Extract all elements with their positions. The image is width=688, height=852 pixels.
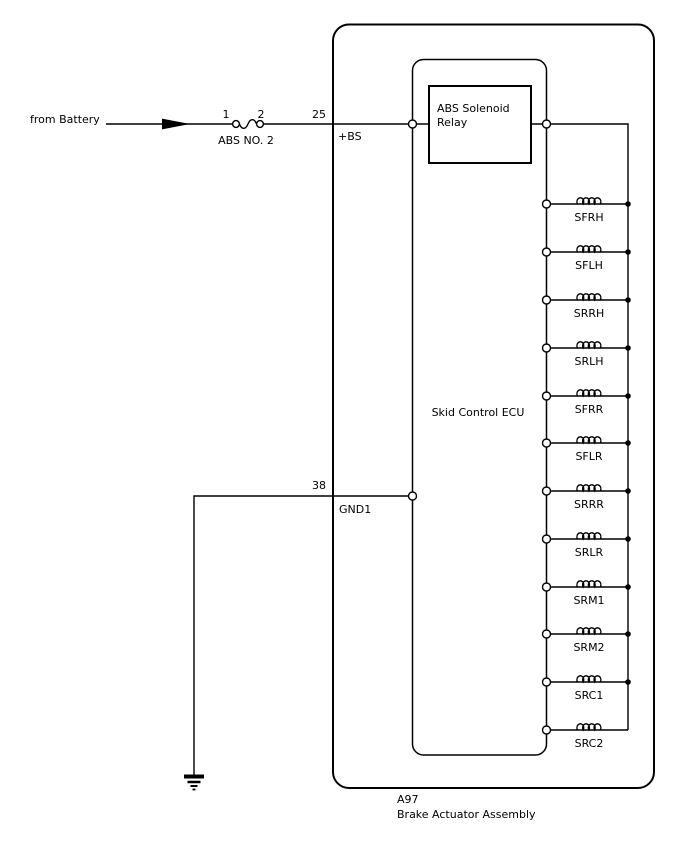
solenoid-row-src1: SRC1 [541, 675, 631, 702]
bus-junction-dot [625, 393, 631, 399]
solenoid-row-sflh: SFLH [541, 245, 631, 272]
gnd1-wire [193, 495, 413, 776]
solenoid-coil-icon [576, 532, 602, 541]
bus-junction-dot [625, 679, 631, 685]
solenoid-coil-icon [576, 197, 602, 206]
bus-junction-dot [625, 584, 631, 590]
ecu-pin-circle [541, 725, 552, 735]
ecu-pin-circle [541, 295, 552, 305]
bus-junction-dot [625, 536, 631, 542]
solenoid-coil-icon [576, 389, 602, 398]
solenoid-coil-icon [576, 580, 602, 589]
solenoid-label: SRM1 [573, 594, 604, 607]
solenoid-label: SRRH [574, 307, 605, 320]
brake-actuator-assembly-box [332, 23, 655, 789]
ecu-pin-circle [541, 438, 552, 448]
solenoid-label: SFLR [575, 450, 602, 463]
skid-control-ecu-box [411, 58, 548, 756]
relay-label-line1: ABS Solenoid [437, 102, 510, 115]
solenoid-label: SRM2 [573, 641, 604, 654]
relay-label-line2: Relay [437, 116, 468, 129]
solenoid-row-srm2: SRM2 [541, 627, 631, 654]
assembly-id-label: A97 [397, 793, 419, 806]
bus-junction-dot [625, 631, 631, 637]
bus-junction-dot [625, 440, 631, 446]
pin-25-number: 25 [312, 108, 326, 121]
pin-38-name: GND1 [339, 503, 371, 516]
ecu-pin-circle [541, 629, 552, 639]
relay-output-pin-circle [541, 119, 552, 129]
solenoid-coil-icon [576, 723, 602, 732]
ecu-pin-circle [541, 199, 552, 209]
solenoid-row-sflr: SFLR [541, 436, 631, 463]
fuse-terminal-1-label: 1 [223, 108, 230, 121]
bus-junction-dot [625, 201, 631, 207]
bus-junction-dot [625, 345, 631, 351]
solenoid-coil-icon [576, 436, 602, 445]
solenoid-row-sfrr: SFRR [541, 389, 631, 416]
solenoid-row-srrh: SRRH [541, 293, 631, 320]
ecu-pin-circle [541, 677, 552, 687]
solenoid-coil-icon [576, 484, 602, 493]
bs-power-wire-and-bus [260, 123, 629, 730]
ecu-pin-circle [541, 486, 552, 496]
pin-38-circle [407, 491, 418, 501]
battery-feed-label: from Battery [30, 113, 100, 126]
ground-symbol-icon [184, 774, 204, 791]
solenoid-label: SRC2 [575, 737, 604, 750]
solenoid-row-srlr: SRLR [541, 532, 631, 559]
solenoid-row-srm1: SRM1 [541, 580, 631, 607]
solenoid-coil-icon [576, 627, 602, 636]
bus-junction-dot [625, 249, 631, 255]
solenoid-row-sfrh: SFRH [541, 197, 631, 224]
solenoid-label: SRRR [574, 498, 604, 511]
solenoid-coil-icon [576, 245, 602, 254]
solenoid-coil-icon [576, 293, 602, 302]
bus-junction-dot [625, 488, 631, 494]
solenoid-label: SFLH [575, 259, 603, 272]
solenoid-label: SFRR [575, 403, 604, 416]
solenoid-row-srrr: SRRR [541, 484, 631, 511]
fuse-terminal-2-label: 2 [258, 108, 265, 121]
solenoid-label: SFRH [574, 211, 603, 224]
pin-25-name: +BS [338, 130, 362, 143]
ecu-pin-circle [541, 391, 552, 401]
pin-25-circle [407, 119, 418, 129]
ecu-pin-circle [541, 582, 552, 592]
ecu-label: Skid Control ECU [432, 406, 525, 419]
solenoid-coil-icon [576, 341, 602, 350]
fuse-element-icon [238, 119, 258, 129]
solenoid-label: SRC1 [575, 689, 604, 702]
solenoid-row-src2: SRC2 [541, 723, 628, 750]
ecu-pin-circle [541, 247, 552, 257]
solenoid-coil-icon [576, 675, 602, 684]
abs-solenoid-relay-box [428, 85, 532, 164]
ecu-pin-circle [541, 343, 552, 353]
fuse-name-label: ABS NO. 2 [218, 134, 274, 147]
solenoid-row-srlh: SRLH [541, 341, 631, 368]
current-flow-arrow-icon [162, 118, 190, 130]
fuse-terminal-2-circle [255, 119, 265, 129]
ecu-pin-circle [541, 534, 552, 544]
bus-junction-dot [625, 297, 631, 303]
fuse-terminal-1-circle [231, 119, 241, 129]
pin-38-number: 38 [312, 479, 326, 492]
solenoid-label: SRLR [575, 546, 604, 559]
solenoid-label: SRLH [574, 355, 603, 368]
assembly-name-label: Brake Actuator Assembly [397, 808, 536, 821]
